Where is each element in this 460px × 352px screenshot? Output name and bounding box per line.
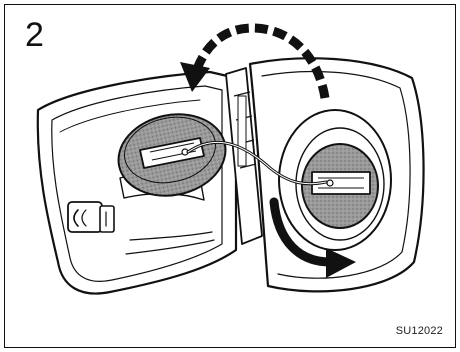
fuel-cap-in-filler <box>302 144 378 228</box>
